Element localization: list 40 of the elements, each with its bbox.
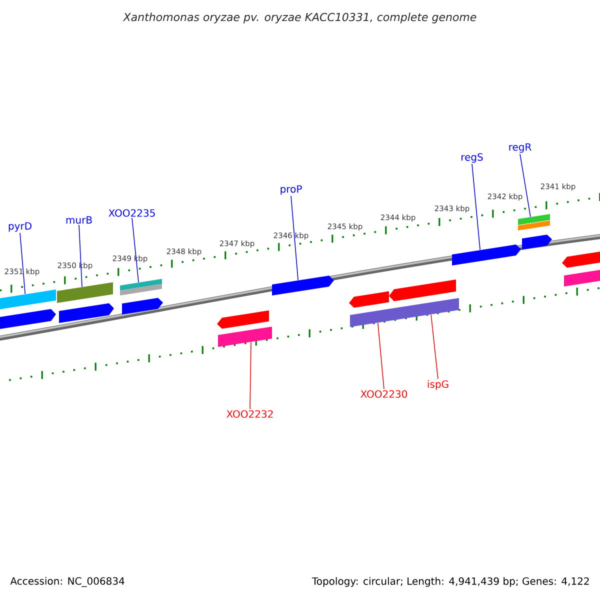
gene-feature <box>57 282 113 303</box>
leader-line <box>132 218 139 283</box>
leader-line <box>378 322 384 390</box>
leader-line <box>290 195 298 281</box>
gene-feature <box>59 303 114 323</box>
gene-label: proP <box>280 185 302 195</box>
gene-feature <box>122 298 163 314</box>
gene-feature <box>349 291 389 308</box>
gene-feature <box>0 309 56 329</box>
gene-label: regS <box>462 153 483 163</box>
leader-line <box>520 153 531 218</box>
gene-feature <box>562 251 600 268</box>
gene-feature <box>389 280 456 302</box>
gene-label: murB <box>66 216 92 224</box>
title: Xanthomonas oryzae pv. oryzae KACC10331, complete genome <box>122 12 476 24</box>
gene-feature <box>120 278 162 290</box>
gene-feature <box>522 234 552 250</box>
gene-feature <box>120 284 162 296</box>
gene-feature <box>272 276 334 296</box>
gene-feature <box>518 220 550 230</box>
gene-label: XOO2235 <box>108 209 155 217</box>
footer-text: Topology: circular; Length: 4,941,439 bp; Genes: 4,122 <box>312 577 589 587</box>
leader-line <box>472 164 480 250</box>
gene-feature <box>452 244 521 266</box>
gene-feature <box>217 310 269 329</box>
gene-feature <box>564 270 600 286</box>
gene-label: XOO2230 <box>360 390 408 398</box>
leader-line <box>250 342 252 410</box>
leader-line <box>78 224 82 288</box>
footer-text: Accession: NC_006834 <box>10 577 124 587</box>
gene-feature <box>0 290 56 310</box>
gene-feature <box>518 214 550 225</box>
gene-label: regR <box>509 143 532 153</box>
gene-feature <box>218 326 272 347</box>
leader-line <box>20 232 26 294</box>
gene-feature <box>350 298 459 327</box>
gene-label: pyrD <box>8 222 32 232</box>
gene-label: XOO2232 <box>226 410 273 418</box>
gene-label: ispG <box>428 380 448 390</box>
leader-line <box>430 314 438 380</box>
